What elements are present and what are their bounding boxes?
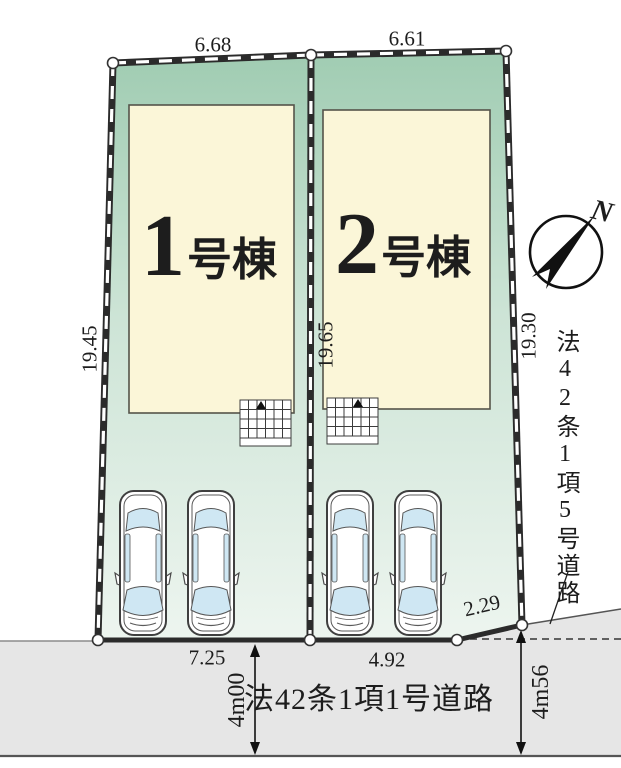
car-3: [321, 490, 379, 636]
boundary-markers: [91, 44, 529, 647]
compass-icon: [528, 214, 604, 290]
dimension-side-middle: 19.65: [313, 321, 338, 369]
road-width-right-label: 4m56: [528, 664, 554, 720]
building-2-suffix: 号棟: [380, 233, 472, 283]
building-1-suffix: 号棟: [186, 235, 278, 285]
building-1-footprint: [128, 104, 295, 414]
dimension-top-lot2: 6.61: [388, 26, 426, 51]
car-1: [114, 490, 172, 636]
building-1-number: 1: [140, 198, 185, 295]
right-road-leader-line: [549, 571, 569, 625]
entrance-porch-2: [326, 397, 379, 445]
dimension-side-right: 19.30: [516, 312, 541, 360]
lot-frontage-boundary: [98, 622, 523, 643]
dimension-bottom-lot2: 4.92: [368, 647, 406, 672]
entrance-arrow-1: [256, 401, 266, 409]
car-2: [182, 490, 240, 636]
road-area: [0, 609, 621, 756]
building-2-footprint: [322, 109, 491, 410]
road-width-arrow-right: [516, 630, 526, 755]
dimension-top-lot1: 6.68: [194, 32, 232, 57]
right-road-label: 法42条1項5号道路: [552, 329, 578, 607]
entrance-porch-1: [239, 399, 292, 447]
entrance-arrow-2: [353, 399, 363, 407]
road-width-left-label: 4m00: [224, 672, 250, 728]
lot-boundary-dashed: [94, 47, 526, 641]
building-2-label: 2 号棟: [335, 201, 471, 289]
dimension-bottom-lot1: 7.25: [188, 645, 226, 670]
building-2-number: 2: [334, 196, 379, 293]
car-4: [389, 490, 447, 636]
dimension-side-left: 19.45: [77, 325, 102, 373]
building-1-label: 1 号棟: [141, 203, 277, 291]
road-width-arrow-left: [250, 644, 260, 755]
road-edge-right: [521, 608, 621, 626]
bottom-road-label: 法42条1項1号道路: [244, 683, 494, 716]
